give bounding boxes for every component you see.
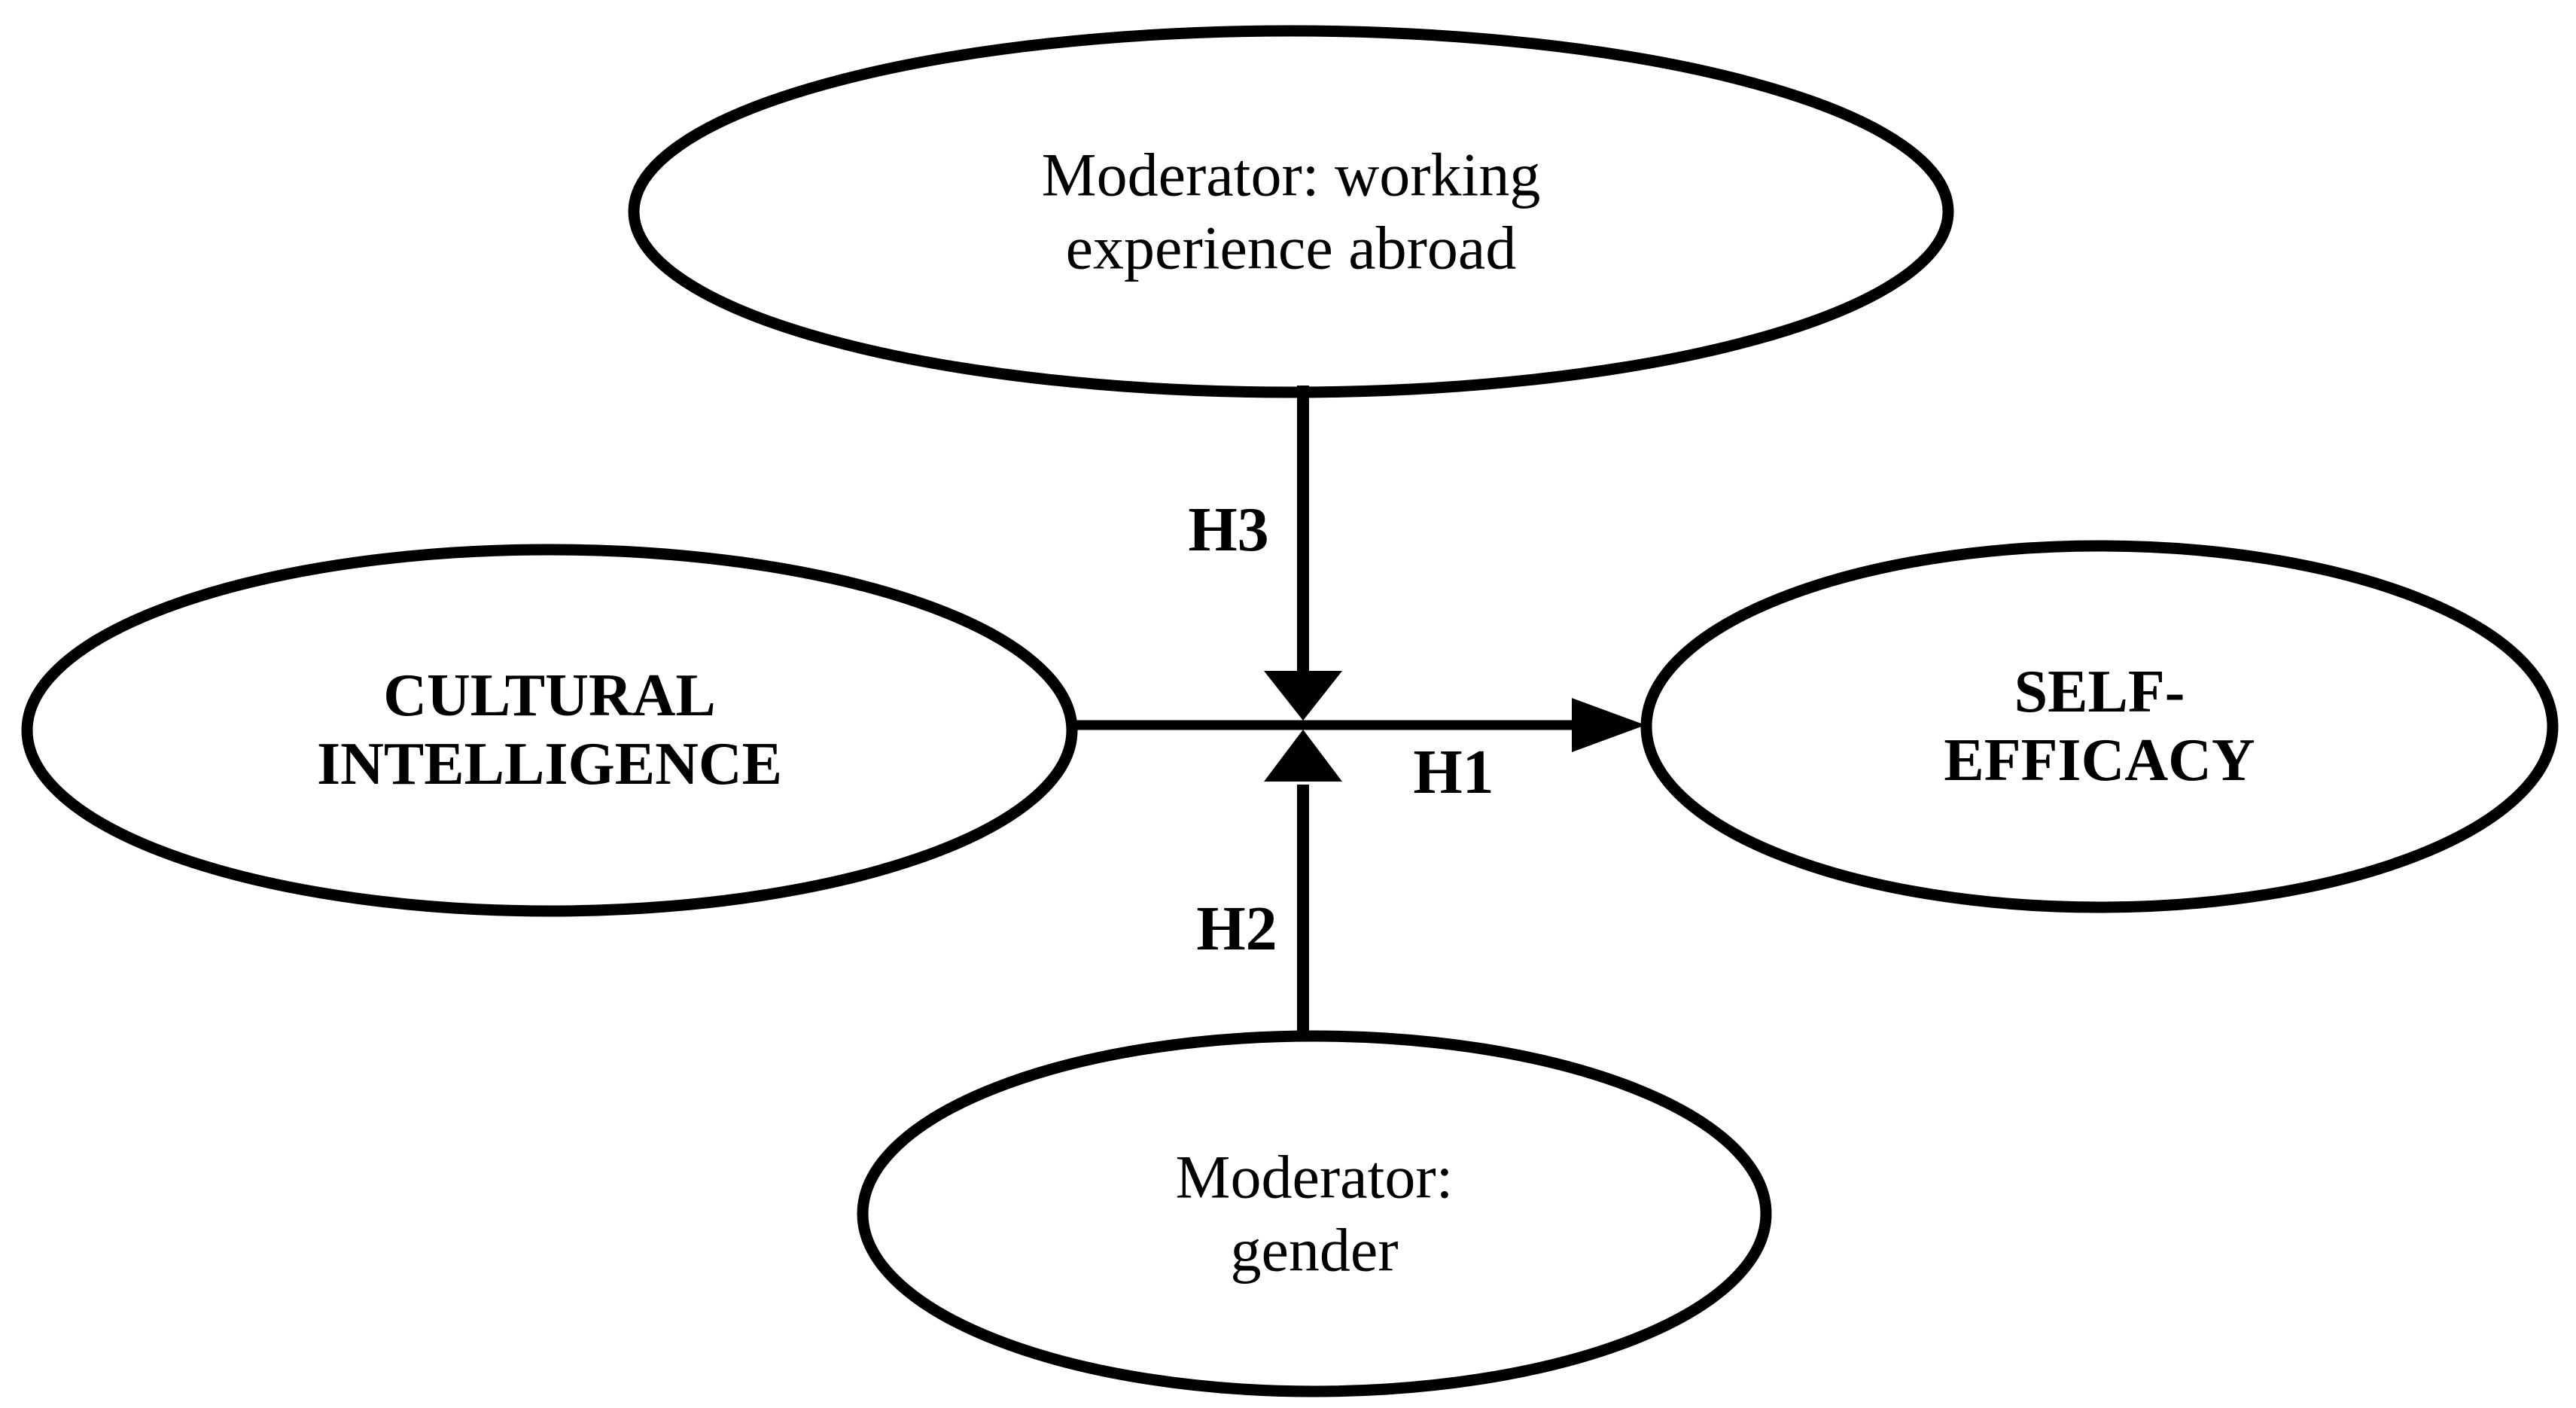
ellipse-self-efficacy <box>1640 540 2559 913</box>
node-label-line: INTELLIGENCE <box>317 731 782 797</box>
node-label-self-efficacy: SELF- EFFICACY <box>1944 658 2255 795</box>
arrowhead-right-icon <box>1572 698 1646 752</box>
hypothesis-label-h1: H1 <box>1413 737 1494 807</box>
node-label-line: SELF- <box>2014 658 2185 725</box>
ellipse-moderator-working-experience-abroad <box>628 25 1954 398</box>
node-label-moderator-gender: Moderator: gender <box>1176 1141 1454 1287</box>
ellipse-moderator-gender <box>857 1030 1772 1397</box>
node-label-line: Moderator: working <box>1041 140 1541 209</box>
node-label-line: experience abroad <box>1065 213 1517 282</box>
node-label-line: gender <box>1230 1215 1399 1284</box>
arrowhead-down-icon <box>1264 671 1342 721</box>
node-label-line: EFFICACY <box>1944 727 2255 794</box>
node-label-line: CULTURAL <box>383 662 716 729</box>
hypothesis-label-h3: H3 <box>1188 495 1269 565</box>
arrowhead-up-icon <box>1264 730 1342 782</box>
node-label-line: Moderator: <box>1175 1142 1454 1211</box>
arrow-h2 <box>1264 730 1342 1038</box>
node-label-cultural-intelligence: CULTURAL INTELLIGENCE <box>317 662 782 799</box>
hypothesis-label-h2: H2 <box>1196 894 1277 964</box>
node-label-moderator-working-experience-abroad: Moderator: working experience abroad <box>1042 139 1541 285</box>
arrow-h3 <box>1264 386 1342 721</box>
arrow-h1 <box>1072 698 1646 752</box>
ellipse-cultural-intelligence <box>21 544 1078 917</box>
